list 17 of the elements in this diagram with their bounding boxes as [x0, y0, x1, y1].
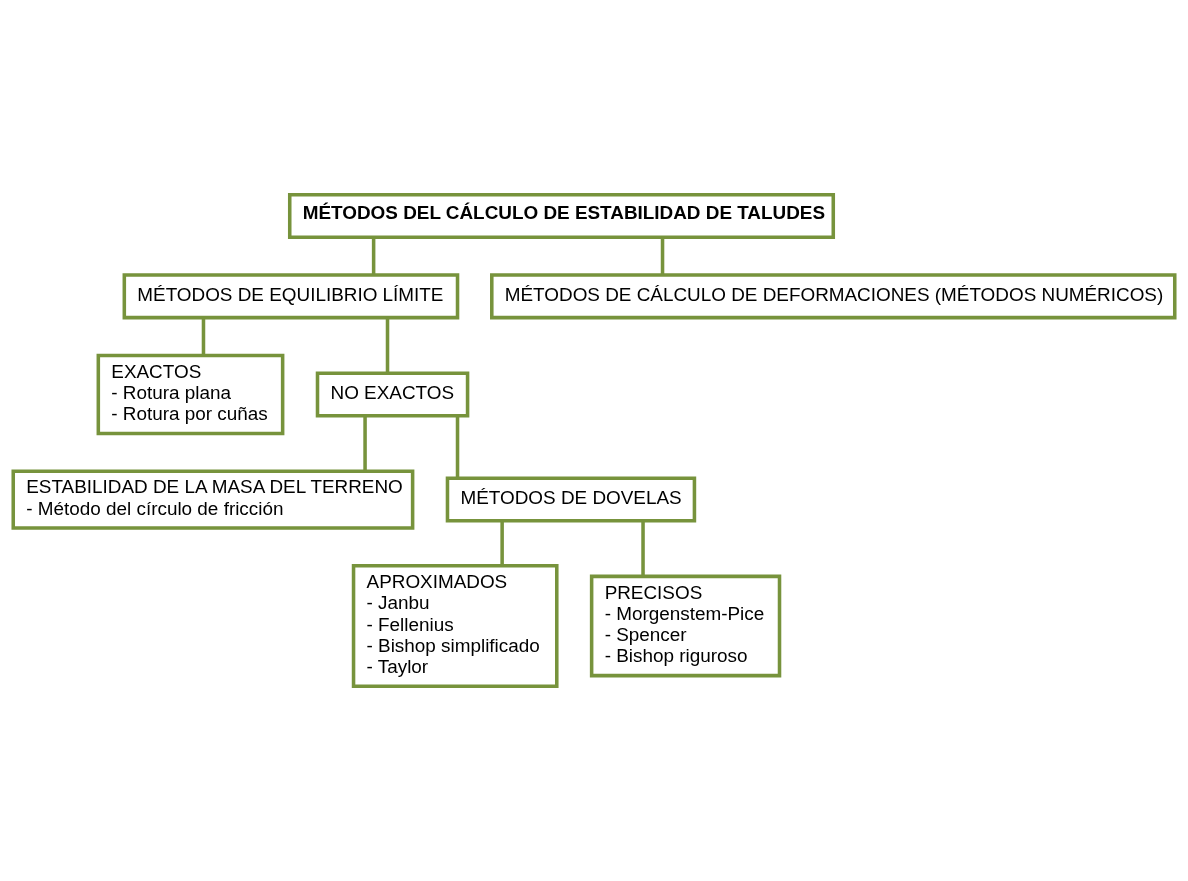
- connector: [500, 521, 504, 566]
- node-box: APROXIMADOS - Janbu - Fellenius - Bishop simplificado - Taylor: [351, 564, 559, 689]
- node-box: ESTABILIDAD DE LA MASA DEL TERRENO - Método del círculo de fricción: [11, 469, 415, 530]
- connector: [363, 415, 367, 472]
- connector: [660, 237, 665, 275]
- node-box: MÉTODOS DEL CÁLCULO DE ESTABILIDAD DE TALUDES: [287, 192, 836, 240]
- connector: [371, 237, 376, 275]
- connector: [385, 317, 390, 373]
- connector: [201, 317, 206, 356]
- connector: [641, 521, 645, 577]
- node-box: MÉTODOS DE DOVELAS: [445, 476, 697, 523]
- node-box: MÉTODOS DE CÁLCULO DE DEFORMACIONES (MÉTODOS NUMÉRICOS): [490, 273, 1177, 320]
- node-box: NO EXACTOS: [315, 371, 470, 418]
- connector: [455, 415, 460, 478]
- node-box: PRECISOS - Morgenstem-Pice - Spencer - Bishop riguroso: [589, 574, 782, 678]
- node-box: EXACTOS - Rotura plana - Rotura por cuñas: [96, 353, 285, 436]
- node-box: MÉTODOS DE EQUILIBRIO LÍMITE: [122, 273, 460, 320]
